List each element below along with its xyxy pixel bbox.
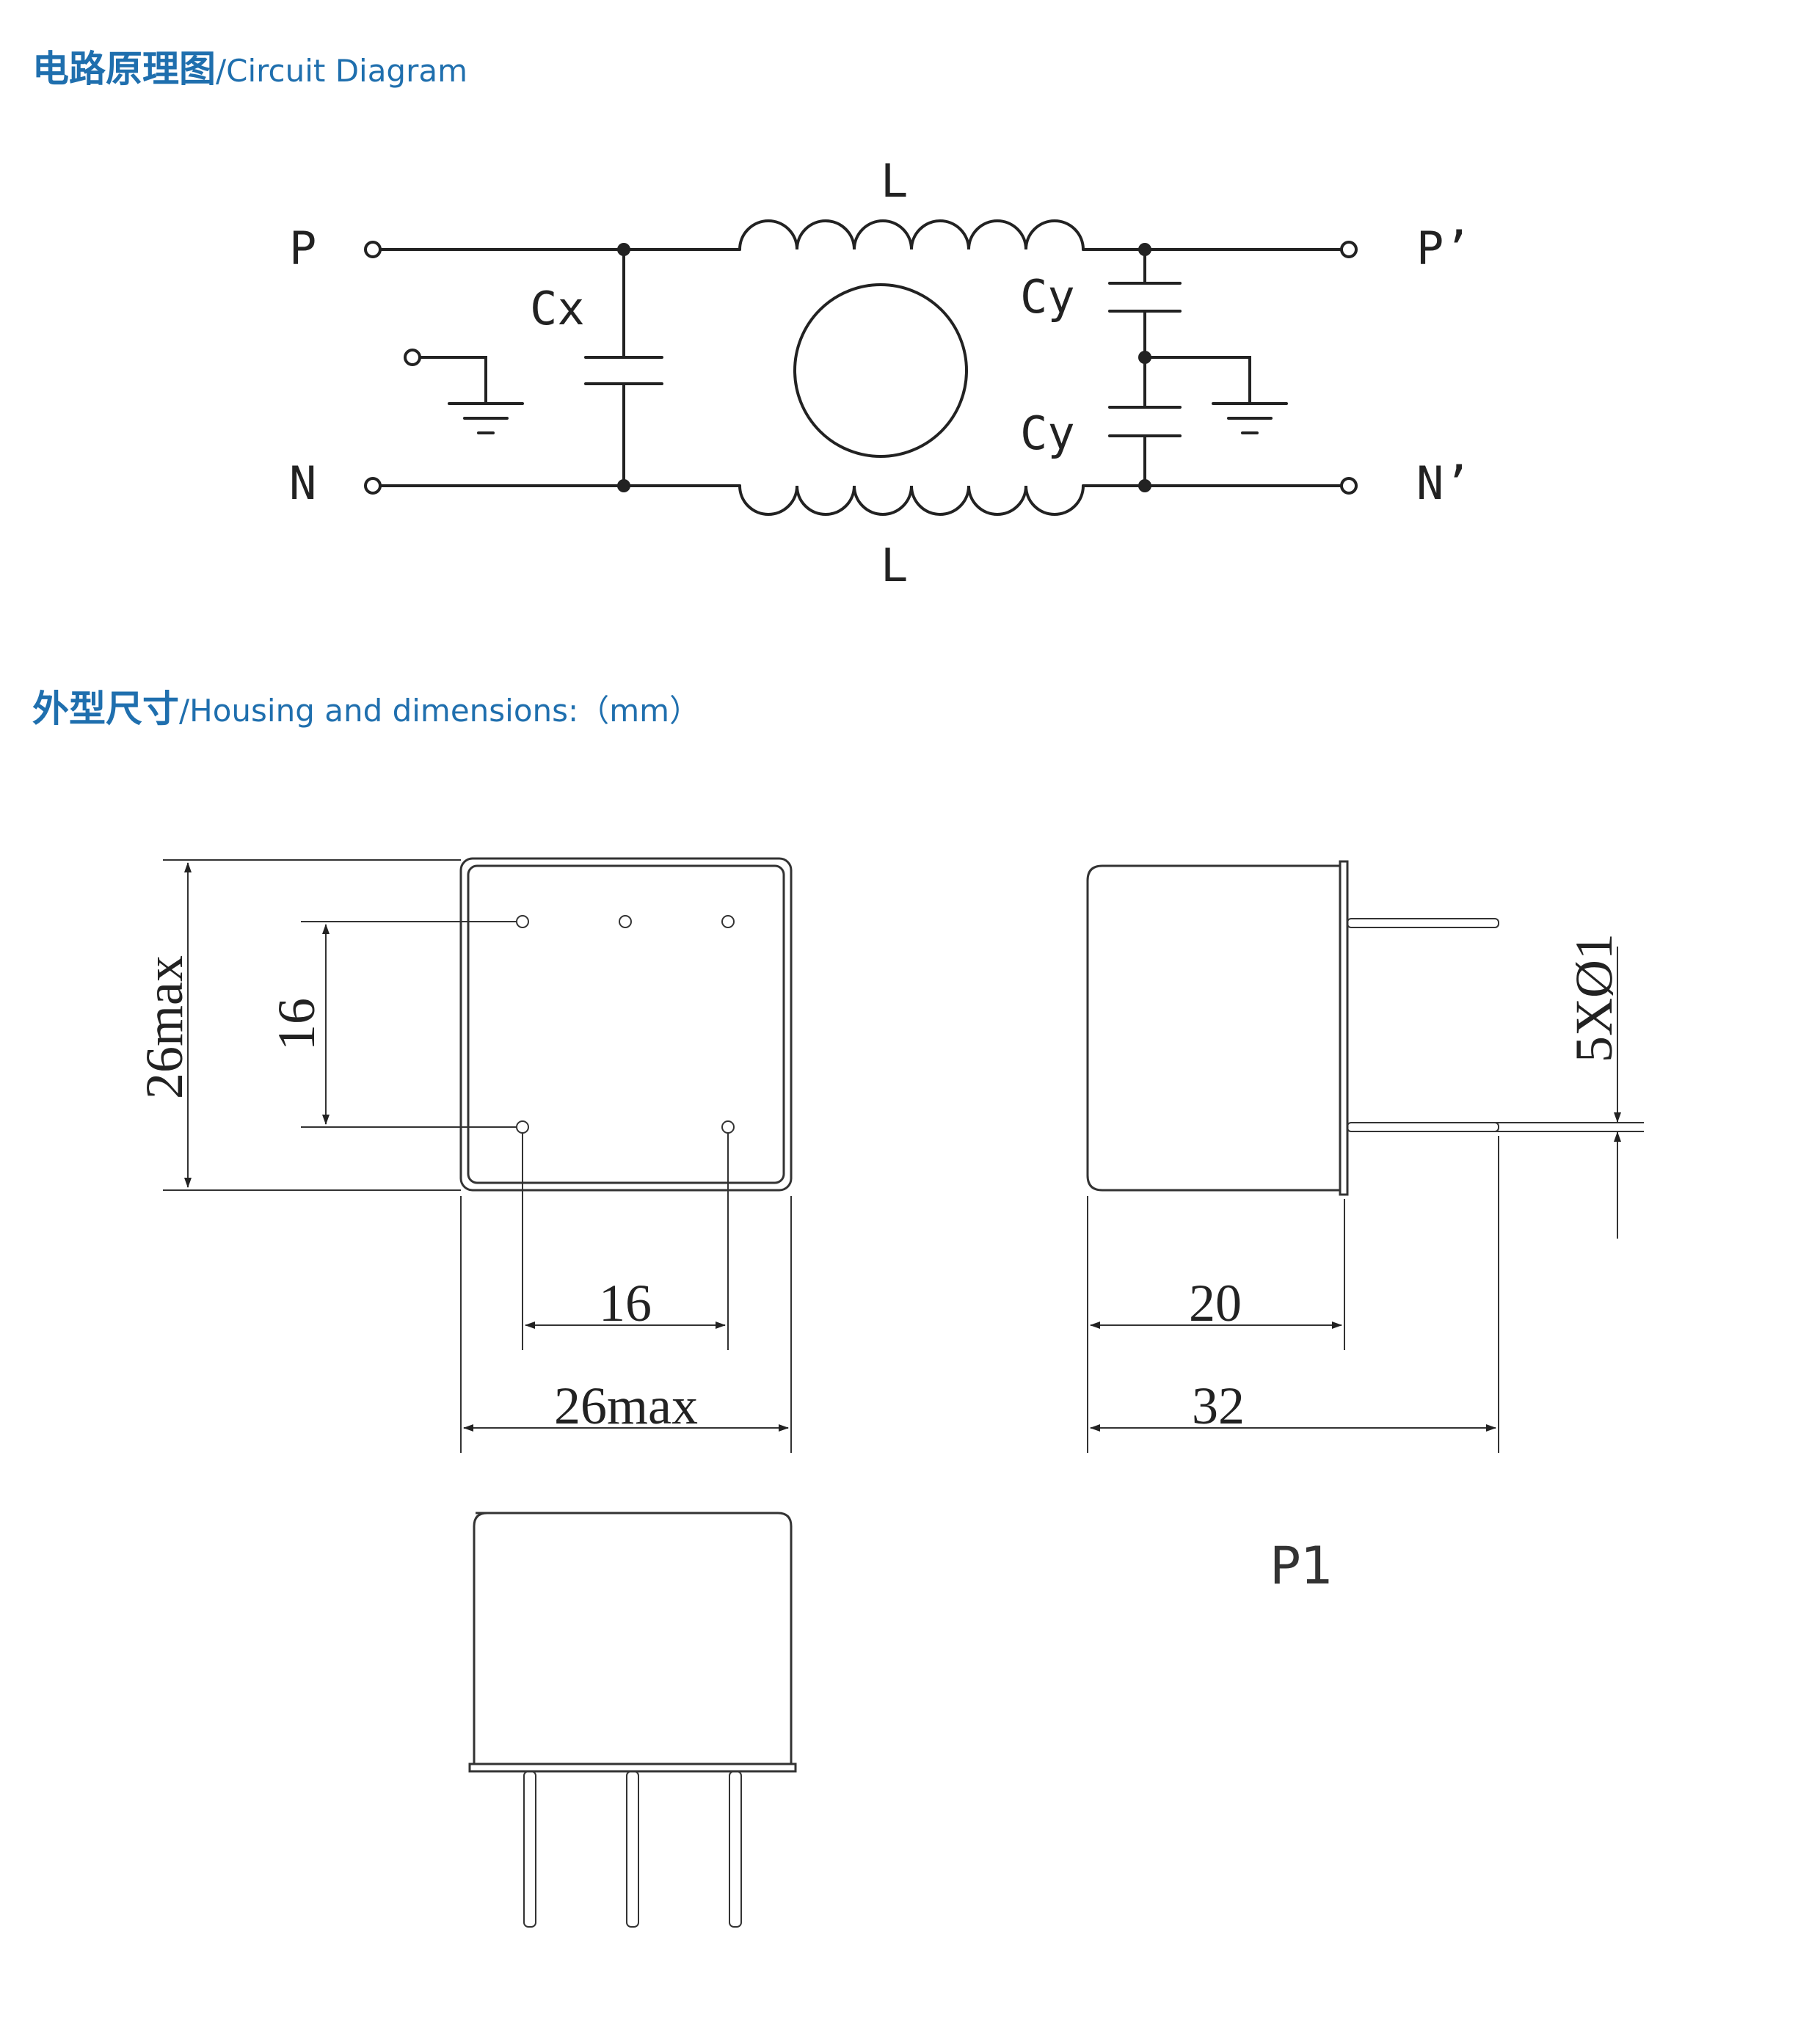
side-body-outline bbox=[1086, 864, 1342, 1192]
dim-pin-pitch-vertical: 16 bbox=[267, 998, 326, 1051]
circuit-heading-en: /Circuit Diagram bbox=[216, 53, 468, 89]
ground-icon bbox=[1212, 402, 1288, 434]
front-outline-inner bbox=[467, 864, 785, 1184]
circuit-heading-cn: 电路原理图 bbox=[32, 48, 216, 90]
terminal-n-prime-node bbox=[1340, 477, 1358, 495]
pin-hole-icon bbox=[516, 1120, 529, 1134]
terminal-label-n: N bbox=[289, 456, 316, 510]
housing-heading-en: /Housing and dimensions:（mm） bbox=[179, 693, 701, 729]
terminal-p-node bbox=[364, 241, 382, 258]
terminal-p-prime-node bbox=[1340, 241, 1358, 258]
dim-pin-spec: 5XØ1 bbox=[1565, 933, 1623, 1062]
side-pin-top bbox=[1347, 918, 1499, 928]
side-flange bbox=[1339, 860, 1349, 1196]
dim-height-overall: 26max bbox=[135, 955, 194, 1099]
pin-hole-icon bbox=[721, 915, 735, 928]
elevation-pin-right bbox=[729, 1771, 742, 1928]
dim-width-overall: 26max bbox=[554, 1377, 698, 1435]
terminal-ground-node bbox=[404, 349, 421, 366]
housing-heading-cn: 外型尺寸 bbox=[32, 688, 179, 730]
circuit-diagram-heading: 电路原理图/Circuit Diagram bbox=[32, 40, 467, 92]
cap-y-label-top: Cy bbox=[1020, 270, 1075, 324]
cap-x bbox=[584, 243, 663, 492]
pin-hole-icon bbox=[721, 1120, 735, 1134]
elevation-view bbox=[468, 1512, 797, 1928]
elevation-pin-middle bbox=[626, 1771, 639, 1928]
cap-x-label: Cx bbox=[530, 282, 585, 335]
pin-hole-icon bbox=[619, 915, 632, 928]
side-view: 20 32 5XØ1 bbox=[1086, 860, 1644, 1453]
ground-icon bbox=[418, 356, 524, 434]
cap-y-label-bottom: Cy bbox=[1020, 407, 1075, 460]
inductor-label-bottom: L bbox=[881, 539, 908, 592]
side-pin-bottom bbox=[1347, 1122, 1499, 1132]
front-view: 26max 16 16 26max bbox=[135, 857, 793, 1453]
dim-depth-with-pins: 32 bbox=[1192, 1377, 1245, 1435]
housing-dimensions-heading: 外型尺寸/Housing and dimensions:（mm） bbox=[32, 679, 700, 732]
model-label: P1 bbox=[1270, 1536, 1333, 1596]
terminal-n-node bbox=[364, 477, 382, 495]
circuit-diagram: P N P’ N’ L L Cx Cy Cy bbox=[289, 154, 1471, 592]
elevation-pin-left bbox=[523, 1771, 536, 1928]
terminal-label-n-prime: N’ bbox=[1416, 456, 1471, 510]
front-outline-outer bbox=[459, 857, 793, 1192]
terminal-label-p-prime: P’ bbox=[1416, 222, 1471, 275]
inductor-label-top: L bbox=[881, 154, 908, 208]
elevation-body-outline bbox=[473, 1512, 793, 1765]
terminal-label-p: P bbox=[289, 222, 316, 275]
cap-y bbox=[1108, 243, 1251, 492]
core-circle bbox=[793, 283, 968, 458]
inductor-bottom bbox=[738, 484, 1085, 516]
elevation-base bbox=[468, 1763, 797, 1773]
dim-depth-body: 20 bbox=[1189, 1274, 1242, 1333]
dim-pin-pitch-horizontal: 16 bbox=[599, 1274, 652, 1333]
inductor-top bbox=[738, 219, 1085, 251]
pin-hole-icon bbox=[516, 915, 529, 928]
